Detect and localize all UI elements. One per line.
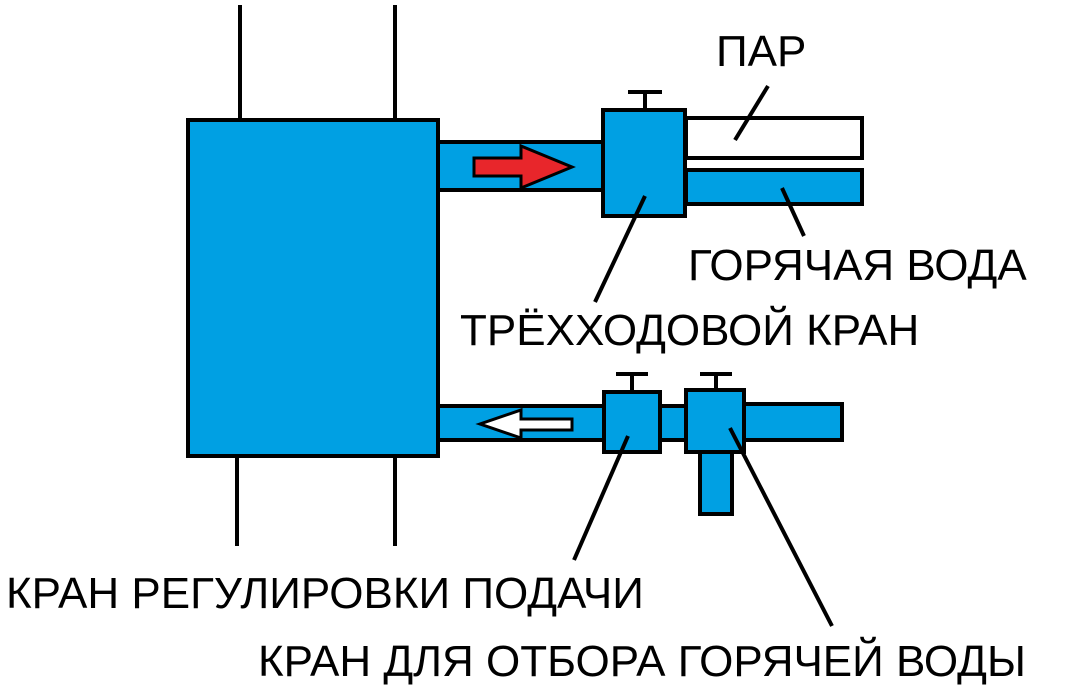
- hot-water-label: ГОРЯЧАЯ ВОДА: [688, 241, 1027, 290]
- supply-control-valve-label: КРАН РЕГУЛИРОВКИ ПОДАЧИ: [6, 569, 644, 618]
- three-way-valve-leader-line: [593, 195, 647, 303]
- leader-lines: [572, 84, 834, 627]
- return-flow-arrow: [475, 407, 574, 441]
- three-way-valve-label: ТРЁХХОДОВОЙ КРАН: [460, 304, 919, 355]
- steam-leader-line: [733, 84, 770, 142]
- hot-water-tap-valve-body: [684, 388, 746, 454]
- hot-water-tap-valve: [684, 372, 746, 454]
- supply-control-valve-body: [602, 390, 662, 454]
- supply-control-valve: [602, 372, 662, 454]
- boiler-connection-lines: [235, 5, 397, 546]
- hot-water-tap-label: КРАН ДЛЯ ОТБОРА ГОРЯЧЕЙ ВОДЫ: [258, 635, 1026, 686]
- hot-water-tap-drain-pipe: [698, 450, 734, 516]
- outflow-arrow: [472, 143, 576, 191]
- boiler-body: [186, 118, 440, 458]
- supply-control-valve-leader-line: [572, 435, 630, 561]
- lower-pipe-right-end: [742, 402, 844, 442]
- steam-label: ПАР: [716, 27, 806, 76]
- hot-water-leader-line: [780, 187, 806, 237]
- hot-water-tap-leader-line: [728, 427, 834, 627]
- steam-pipe: [684, 116, 864, 160]
- lower-pipe-between-valves: [656, 404, 690, 442]
- hot-water-pipe: [684, 168, 864, 206]
